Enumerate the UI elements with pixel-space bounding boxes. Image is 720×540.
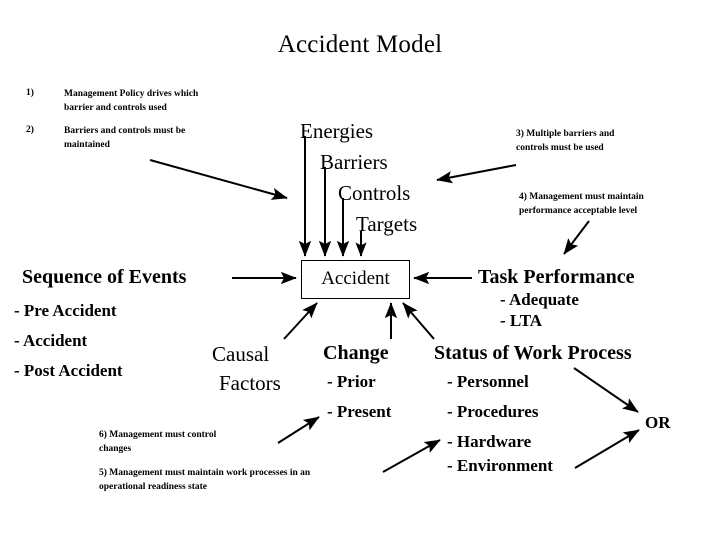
arrow-causal-factors-to-accident <box>283 302 318 340</box>
arrow-work-process-to-or <box>573 367 639 413</box>
task-performance-item-adequate: - Adequate <box>500 290 579 309</box>
causal-factors-line2: Factors <box>219 371 281 395</box>
arrow-note3-to-stack <box>436 164 517 184</box>
causal-factors-line1: Causal <box>212 342 270 366</box>
sequence-item-post-accident: - Post Accident <box>14 361 123 380</box>
arrow-environment-to-or <box>574 429 640 469</box>
change-item-present: - Present <box>327 402 392 421</box>
task-performance-item-lta: - LTA <box>500 311 543 330</box>
energies-label: Energies <box>300 119 374 143</box>
work-process-item-hardware: - Hardware <box>447 432 532 451</box>
arrow-note6-to-change <box>277 416 320 444</box>
targets-label: Targets <box>356 212 418 236</box>
task-performance-heading: Task Performance <box>478 266 635 288</box>
accident-box: Accident <box>301 260 410 299</box>
arrow-note4-to-task-performance <box>563 220 590 255</box>
change-item-prior: - Prior <box>327 372 376 391</box>
sequence-item-pre-accident: - Pre Accident <box>14 301 117 320</box>
work-process-item-procedures: - Procedures <box>447 402 539 421</box>
sequence-item-accident: - Accident <box>14 331 88 350</box>
note-5-text: 5) Management must maintain work process… <box>99 468 311 492</box>
change-heading: Change <box>323 342 389 364</box>
work-process-item-personnel: - Personnel <box>447 372 529 391</box>
barriers-label: Barriers <box>320 150 388 174</box>
note-1-text: Management Policy drives which barrier a… <box>64 89 199 113</box>
arrow-note2-to-accident <box>149 159 288 200</box>
note-3-text: 3) Multiple barriers and controls must b… <box>516 129 615 153</box>
note-6-text: 6) Management must control changes <box>99 430 217 454</box>
or-label: OR <box>645 413 671 432</box>
sequence-of-events-heading: Sequence of Events <box>22 266 187 288</box>
note-1-number: 1) <box>26 88 34 98</box>
accident-box-label: Accident <box>321 268 390 290</box>
work-process-item-environment: - Environment <box>447 456 553 475</box>
page-title: Accident Model <box>277 31 443 58</box>
note-2-number: 2) <box>26 125 34 135</box>
controls-label: Controls <box>338 181 411 205</box>
work-process-heading: Status of Work Process <box>434 342 632 364</box>
arrow-note5-to-hardware <box>382 439 441 473</box>
arrow-work-process-to-accident <box>402 302 435 340</box>
note-4-text: 4) Management must maintain performance … <box>519 192 644 216</box>
note-2-text: Barriers and controls must be maintained <box>64 126 186 150</box>
